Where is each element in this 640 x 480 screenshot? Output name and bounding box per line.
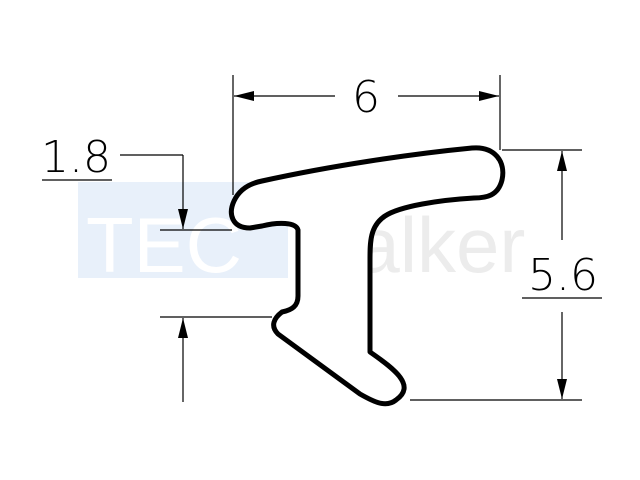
- seal-profile: [228, 145, 506, 407]
- lip-label: 1.8: [41, 132, 111, 183]
- height-label: 5.6: [528, 250, 598, 301]
- height-dimension: 5.6: [410, 149, 602, 401]
- lip-dimension: 1.8: [41, 132, 272, 402]
- width-dimension: 6: [232, 72, 501, 195]
- watermark-boxed-text: TEC: [86, 201, 242, 289]
- width-label: 6: [352, 72, 380, 123]
